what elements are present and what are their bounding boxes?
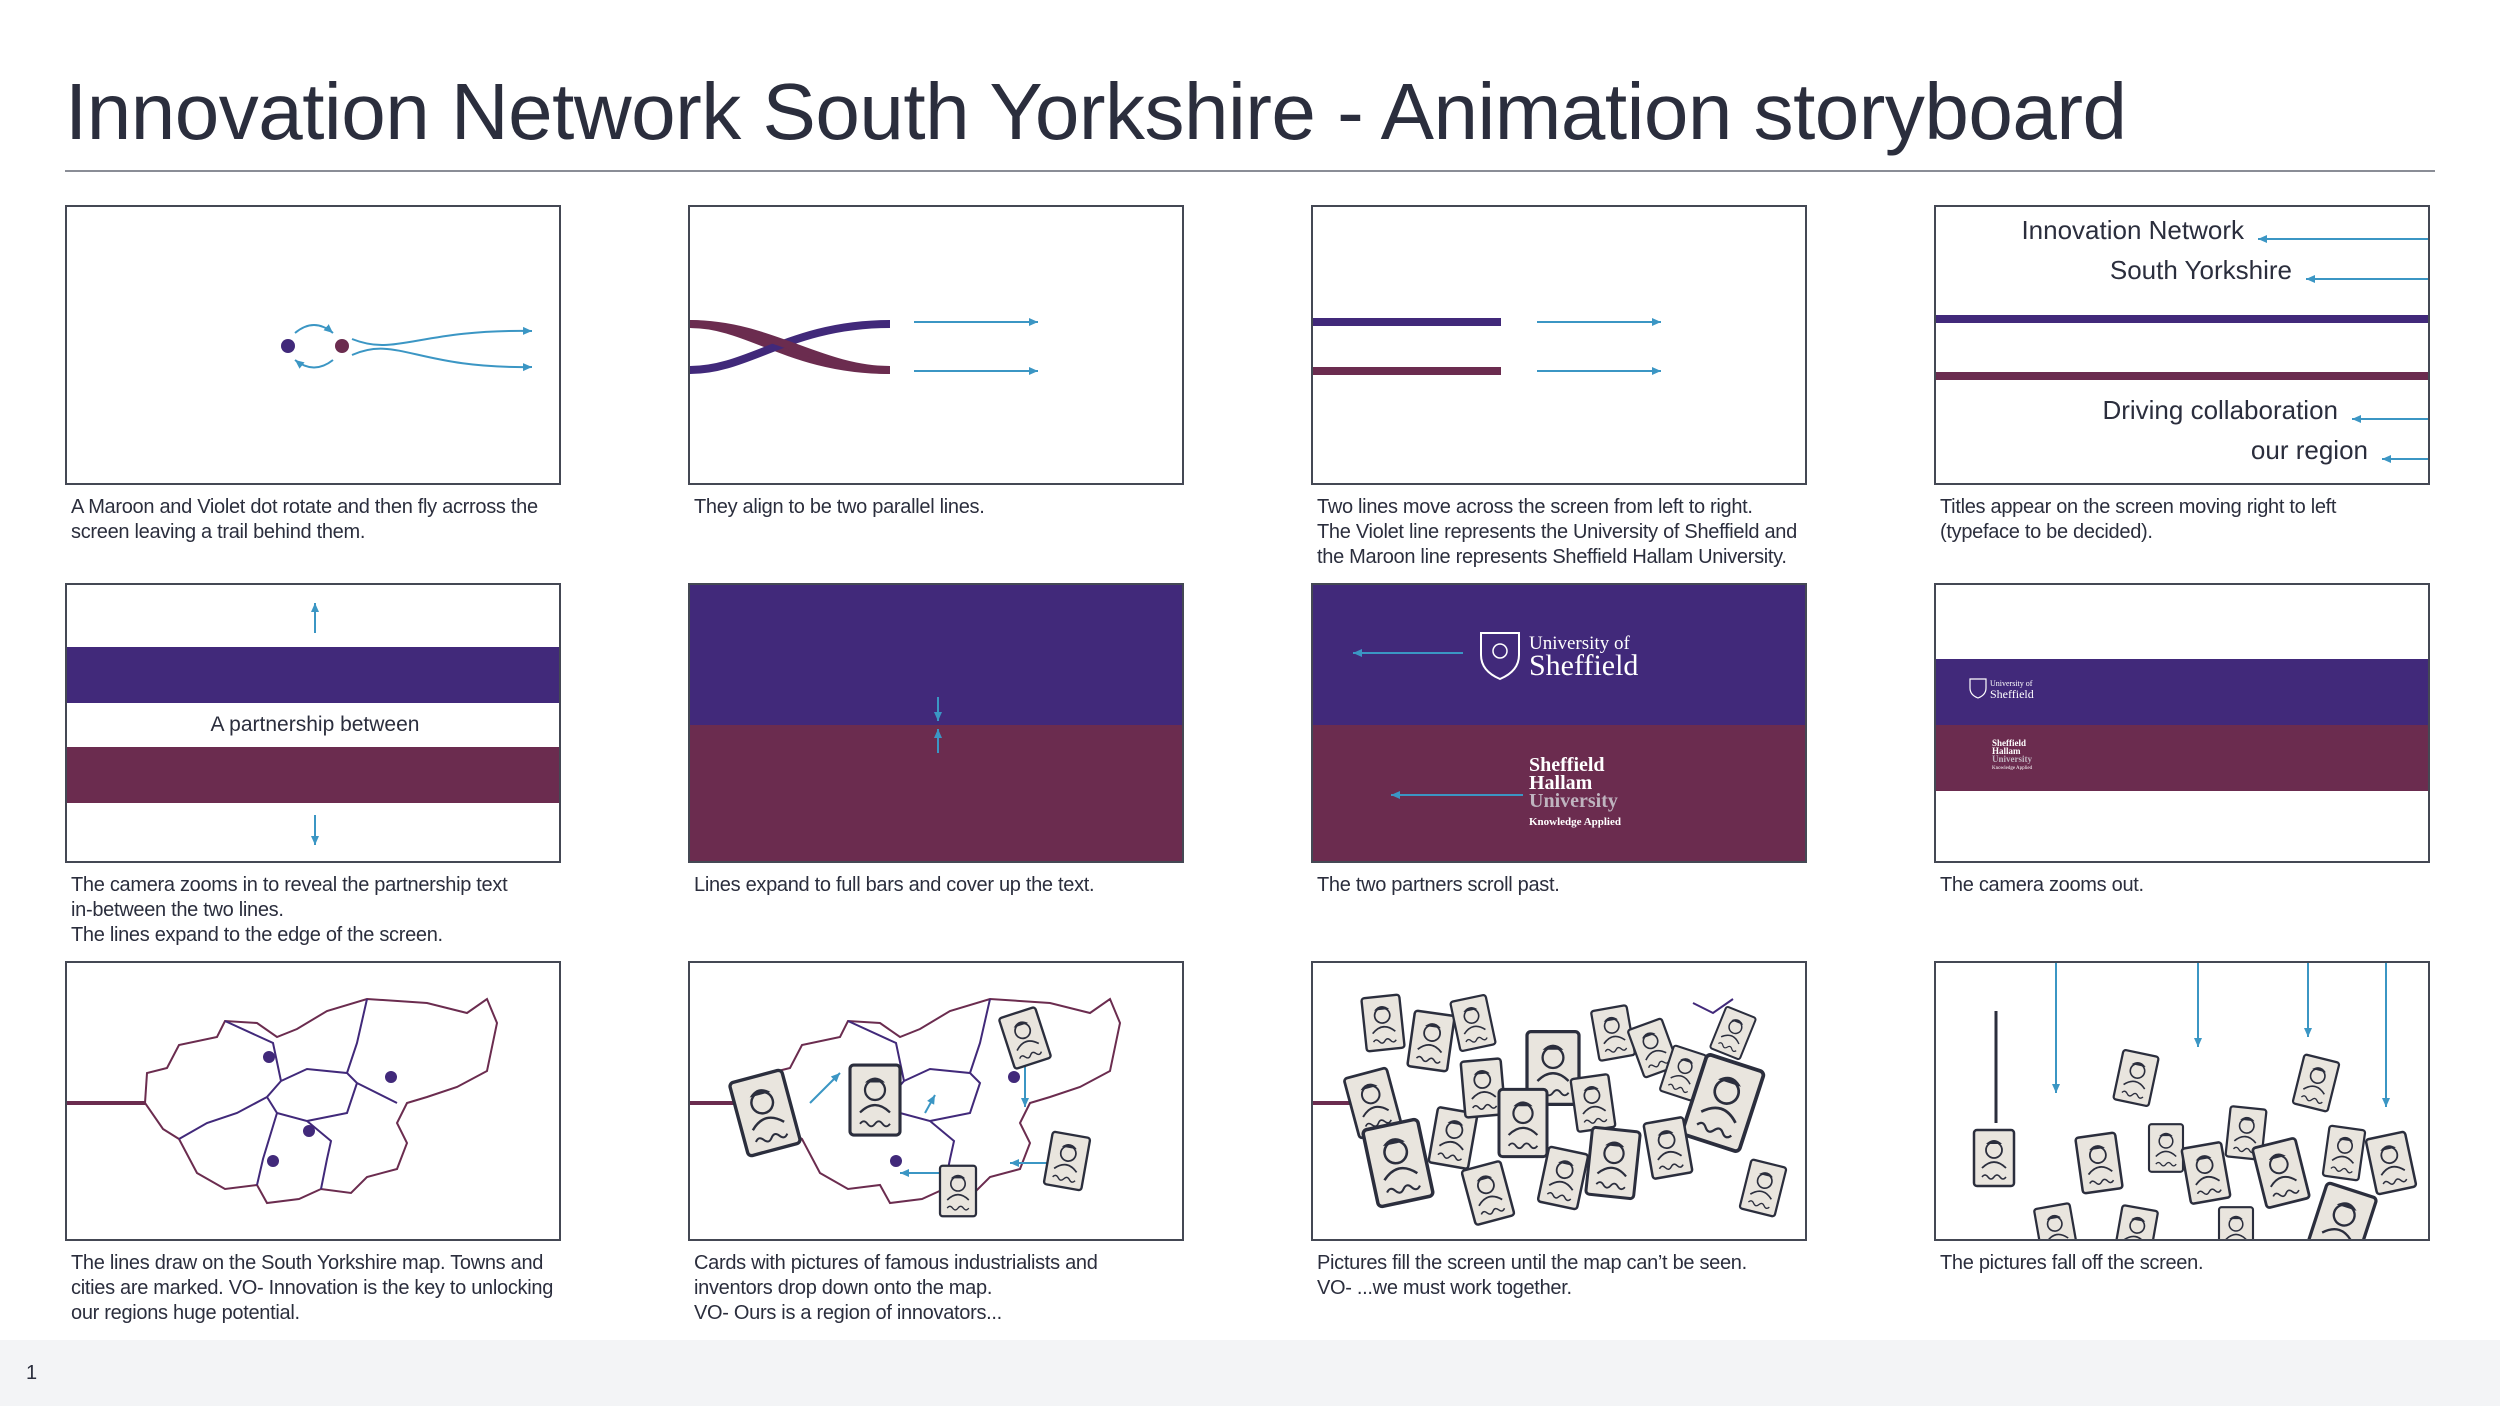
region-borders-violet xyxy=(178,998,398,1190)
frame-8-illustration: University of Sheffield Sheffield Hallam… xyxy=(1936,659,2428,791)
frame-8-caption: The camera zooms out. xyxy=(1940,874,2144,896)
frame-5-illustration: A partnership between xyxy=(67,603,559,845)
storyboard-frame-12 xyxy=(1934,961,2430,1241)
frame-3-caption: Two lines move across the screen from le… xyxy=(1317,496,1797,568)
maroon-bar xyxy=(1936,725,2428,791)
maroon-curve xyxy=(690,320,891,374)
town-marker xyxy=(263,1051,275,1063)
storyboard-frame-7: University of Sheffield Sheffield Hallam… xyxy=(1311,583,1807,863)
title-divider xyxy=(65,170,2435,172)
shu-logo-line1: Sheffield xyxy=(1529,754,1605,776)
frame-12-illustration xyxy=(1972,963,2418,1239)
storyboard-frame-6 xyxy=(688,583,1184,863)
frame-10-caption: Cards with pictures of famous industrial… xyxy=(694,1252,1098,1324)
frame-2-caption: They align to be two parallel lines. xyxy=(694,496,985,518)
region-outline-maroon xyxy=(143,997,499,1205)
maroon-line xyxy=(1936,372,2428,380)
maroon-line xyxy=(1313,367,1501,375)
region-outline-fragment xyxy=(1692,998,1734,1015)
portrait-card-pile xyxy=(1342,993,1788,1227)
shu-logo-line3: University xyxy=(1992,754,2032,764)
frame-3-illustration xyxy=(1313,318,1661,375)
violet-bar xyxy=(67,647,559,703)
uos-logo-line1: University of xyxy=(1990,679,2033,688)
shield-icon xyxy=(1480,632,1520,681)
page-number: 1 xyxy=(26,1362,38,1384)
storyboard-frame-1 xyxy=(65,205,561,485)
shu-logo-line3: University xyxy=(1529,790,1618,812)
violet-full-bar xyxy=(1313,585,1805,725)
rotate-arrow-bottom xyxy=(294,359,334,369)
shu-logo-line2: Hallam xyxy=(1992,746,2021,756)
region-outline-maroon xyxy=(766,997,1122,1205)
town-marker xyxy=(890,1155,902,1167)
falling-portrait-cards xyxy=(1972,1048,2418,1239)
partnership-text: A partnership between xyxy=(211,713,420,736)
town-marker xyxy=(385,1071,397,1083)
title-south-yorkshire: South Yorkshire xyxy=(2110,255,2292,285)
frame-4-caption: Titles appear on the screen moving right… xyxy=(1940,496,2337,543)
title-innovation-network: Innovation Network xyxy=(2021,215,2245,245)
shu-logo-line1: Sheffield xyxy=(1992,738,2026,748)
storyboard-frame-4: Innovation Network South Yorkshire Drivi… xyxy=(1934,205,2430,485)
town-marker xyxy=(267,1155,279,1167)
frame-9-caption: The lines draw on the South Yorkshire ma… xyxy=(71,1252,554,1324)
violet-full-bar xyxy=(690,585,1182,725)
violet-dot xyxy=(281,339,295,353)
rotate-arrow-top xyxy=(294,324,334,334)
frame-5-caption: The camera zooms in to reveal the partne… xyxy=(71,874,508,946)
uos-logo-line2: Sheffield xyxy=(1990,687,2034,701)
frame-11-illustration xyxy=(1313,993,1788,1227)
town-marker xyxy=(303,1125,315,1137)
portrait-card xyxy=(727,1067,803,1159)
violet-trail xyxy=(690,320,891,374)
storyboard-frame-11 xyxy=(1311,961,1807,1241)
maroon-full-bar xyxy=(690,725,1182,861)
frame-7-illustration: University of Sheffield Sheffield Hallam… xyxy=(1313,585,1805,861)
portrait-card xyxy=(938,1164,978,1218)
shu-logo-line4: Knowledge Applied xyxy=(1992,766,2033,771)
title-driving-collaboration: Driving collaboration xyxy=(2102,395,2338,425)
storyboard-frame-2 xyxy=(688,205,1184,485)
frame-6-illustration xyxy=(690,585,1182,861)
violet-bar xyxy=(1936,659,2428,725)
trail-arrow-top xyxy=(351,326,533,347)
uos-logo-line1: University of xyxy=(1529,633,1630,654)
trail-arrow-bottom xyxy=(351,347,533,372)
frame-2-illustration xyxy=(690,318,1038,375)
portrait-card xyxy=(1042,1130,1092,1192)
drop-arrow xyxy=(809,1072,841,1104)
shu-logo-line2: Hallam xyxy=(1529,772,1593,794)
page-title: Innovation Network South Yorkshire - Ani… xyxy=(65,67,2127,156)
frame-11-caption: Pictures fill the screen until the map c… xyxy=(1317,1252,1747,1299)
violet-line xyxy=(1313,318,1501,326)
title-our-region: our region xyxy=(2251,435,2368,465)
storyboard-frame-8: University of Sheffield Sheffield Hallam… xyxy=(1934,583,2430,863)
portrait-card xyxy=(997,1005,1053,1071)
frame-10-illustration xyxy=(690,997,1122,1218)
frame-9-illustration xyxy=(67,997,499,1205)
maroon-dot xyxy=(335,339,349,353)
shield-icon xyxy=(1969,678,1987,699)
storyboard-frame-9 xyxy=(65,961,561,1241)
uos-logo-line2: Sheffield xyxy=(1529,649,1638,682)
frame-4-illustration: Innovation Network South Yorkshire Drivi… xyxy=(1936,215,2428,465)
page-footer xyxy=(0,1340,2500,1406)
frame-6-caption: Lines expand to full bars and cover up t… xyxy=(694,874,1095,896)
town-marker xyxy=(1008,1071,1020,1083)
shu-logo-line4: Knowledge Applied xyxy=(1529,816,1621,828)
frame-1-caption: A Maroon and Violet dot rotate and then … xyxy=(71,496,538,543)
storyboard-frame-3 xyxy=(1311,205,1807,485)
storyboard-frame-5: A partnership between xyxy=(65,583,561,863)
frame-12-caption: The pictures fall off the screen. xyxy=(1940,1252,2204,1274)
frame-7-caption: The two partners scroll past. xyxy=(1317,874,1560,896)
maroon-bar xyxy=(67,747,559,803)
storyboard-frame-10 xyxy=(688,961,1184,1241)
portrait-card xyxy=(848,1063,902,1137)
violet-line xyxy=(1936,315,2428,323)
frame-1-illustration xyxy=(281,324,533,372)
drop-arrow xyxy=(924,1094,936,1114)
